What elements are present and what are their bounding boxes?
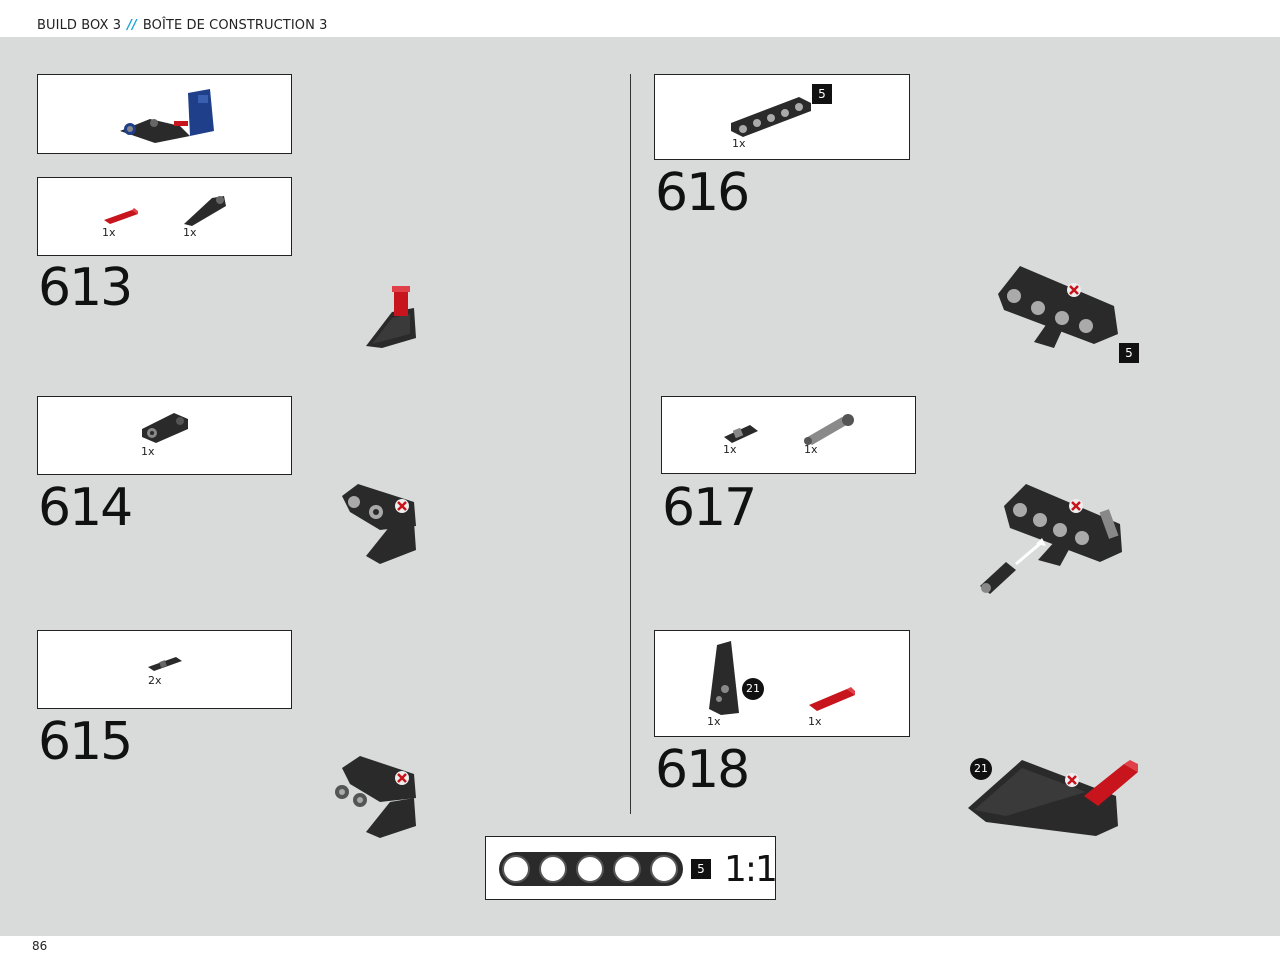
header-separator: //: [127, 18, 137, 33]
black-beam-5-icon: [731, 97, 811, 137]
step-618-parts-box: 21 1x 1x: [654, 630, 910, 737]
step-616-callout-length-badge: 5: [1119, 343, 1139, 363]
step-613-part-2-qty: 1x: [183, 226, 197, 239]
step-614-number: 614: [38, 478, 133, 538]
scale-ratio-label: 1:1: [724, 849, 778, 890]
red-axle-pin-icon: [104, 208, 138, 224]
header-title: BUILD BOX 3 // BOÎTE DE CONSTRUCTION 3: [37, 18, 328, 33]
step-613-part-1-qty: 1x: [102, 226, 116, 239]
step-614-parts-box: 1x: [37, 396, 292, 475]
step-615-assembly-image: [335, 756, 416, 838]
scale-length-badge: 5: [691, 859, 711, 879]
step-615-parts-box: 2x: [37, 630, 292, 709]
step-613-number: 613: [38, 258, 133, 318]
column-divider: [630, 74, 631, 814]
step-617-parts-box: 1x 1x: [661, 396, 916, 474]
page-header: BUILD BOX 3 // BOÎTE DE CONSTRUCTION 3: [0, 0, 1280, 37]
step-618-part-1-qty: 1x: [707, 715, 721, 728]
step-618-number: 618: [655, 740, 750, 800]
red-axle-pin-icon-618: [809, 687, 855, 711]
step-614-part-1-qty: 1x: [141, 445, 155, 458]
step-617-assembly-image: [980, 484, 1122, 594]
black-pin-short-icon: [724, 425, 758, 443]
header-title-en: BUILD BOX 3: [37, 18, 122, 33]
step-618-callout-element-badge: 21: [970, 758, 992, 780]
step-613-assembly-image: [366, 286, 416, 348]
page-number: 86: [32, 939, 48, 953]
step-618-assembly-image: [968, 760, 1138, 836]
black-beam-connector-icon: [142, 413, 188, 443]
step-614-assembly-image: [342, 484, 416, 564]
step-617-part-1-qty: 1x: [723, 443, 737, 456]
step-615-number: 615: [38, 712, 133, 772]
subassembly-blue-model-image: [120, 89, 214, 143]
black-panel-21-icon: [709, 641, 739, 715]
black-panel-wedge-icon: [184, 196, 226, 226]
step-613-parts-box: 1x 1x: [37, 177, 292, 256]
step-615-part-1-qty: 2x: [148, 674, 162, 687]
step-616-assembly-image: [998, 266, 1118, 348]
step-618-part-2-qty: 1x: [808, 715, 822, 728]
step-616-parts-box: 5 1x: [654, 74, 910, 160]
step-618-part-element-badge: 21: [742, 678, 764, 700]
header-title-fr: BOÎTE DE CONSTRUCTION 3: [142, 18, 328, 33]
step-616-part-1-qty: 1x: [732, 137, 746, 150]
scale-beam-5-image: [499, 852, 683, 886]
step-616-part-length-badge: 5: [812, 84, 832, 104]
subassembly-thumbnail-box: [37, 74, 292, 154]
step-617-part-2-qty: 1x: [804, 443, 818, 456]
step-617-number: 617: [662, 478, 757, 538]
grey-axle-pin-icon: [804, 414, 854, 445]
scale-guide-box: 5 1:1: [485, 836, 778, 900]
black-friction-pin-icon: [148, 657, 182, 671]
step-616-number: 616: [655, 163, 750, 223]
